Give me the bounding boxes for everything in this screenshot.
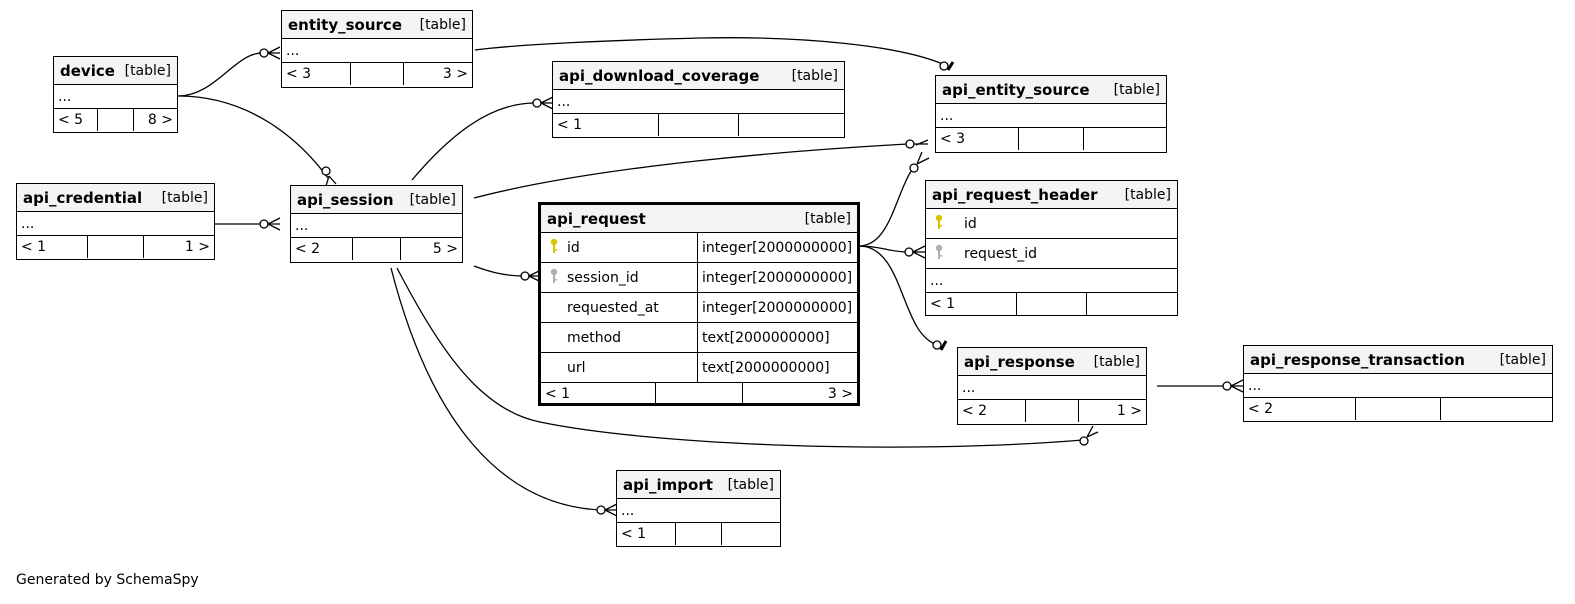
table-type: [table] [419, 16, 466, 33]
table-name: api_import [623, 475, 713, 494]
table-name: api_entity_source [942, 80, 1090, 99]
children-count [1084, 128, 1166, 150]
column-row[interactable]: url text[2000000000] [541, 353, 857, 383]
parents-count: < 1 [617, 523, 676, 545]
columns-ellipsis: ... [1244, 374, 1552, 398]
children-count: 8 > [147, 112, 173, 128]
table-api-response-transaction[interactable]: api_response_transaction [table] ... < 2 [1243, 345, 1553, 422]
table-type: [table] [804, 210, 851, 227]
columns-ellipsis: ... [17, 212, 214, 236]
column-type: text[2000000000] [702, 329, 830, 346]
parents-count: < 3 [282, 63, 351, 85]
table-type: [table] [124, 62, 171, 79]
table-api-request-header[interactable]: api_request_header[table] id request_id … [925, 180, 1178, 316]
table-type: [table] [409, 191, 456, 208]
table-name: api_response_transaction [1250, 350, 1465, 369]
table-api-download-coverage[interactable]: api_download_coverage [table] ... < 1 [552, 61, 845, 138]
column-type: integer[2000000000] [702, 269, 853, 286]
table-device[interactable]: device [table] ... < 5 8 > [53, 56, 178, 133]
children-count: 3 > [442, 66, 469, 82]
children-count: 5 > [432, 241, 458, 257]
table-api-import[interactable]: api_import [table] ... < 1 [616, 470, 781, 547]
table-name: api_request_header [932, 185, 1098, 204]
table-name: api_download_coverage [559, 66, 760, 85]
column-row[interactable]: requested_at integer[2000000000] [541, 293, 857, 323]
table-name: api_session [297, 190, 394, 209]
parents-count: < 1 [926, 293, 1018, 315]
table-api-request[interactable]: api_request [table] id integer[2000000000… [538, 202, 860, 406]
parents-count: < 5 [54, 109, 99, 131]
columns-ellipsis: ... [926, 269, 1177, 293]
table-entity-source[interactable]: entity_source [table] ... < 3 3 > [281, 10, 473, 88]
children-count [722, 523, 780, 545]
column-row[interactable]: method text[2000000000] [541, 323, 857, 353]
parents-count: < 1 [541, 383, 656, 405]
children-count: 1 > [1116, 403, 1142, 419]
edge-session-api-entity-source [473, 143, 909, 199]
table-type: [table] [727, 476, 774, 493]
edge-request-request-header [858, 245, 909, 253]
table-type: [table] [161, 189, 208, 206]
table-name: api_response [964, 352, 1075, 371]
parents-count: < 2 [1244, 398, 1356, 420]
table-api-credential[interactable]: api_credential [table] ... < 1 1 > [16, 183, 215, 260]
generated-by-note: Generated by SchemaSpy [16, 572, 199, 588]
edge-device-entity-source [177, 52, 263, 97]
columns-ellipsis: ... [54, 85, 177, 109]
column-row[interactable]: id [926, 209, 1177, 239]
parents-count: < 2 [958, 400, 1027, 422]
table-type: [table] [1499, 351, 1546, 368]
table-type: [table] [1113, 81, 1160, 98]
column-type: integer[2000000000] [702, 239, 853, 256]
edge-device-api-session [177, 95, 329, 179]
columns-ellipsis: ... [291, 214, 462, 238]
table-name: entity_source [288, 15, 402, 34]
table-api-entity-source[interactable]: api_entity_source [table] ... < 3 [935, 75, 1167, 153]
table-api-response[interactable]: api_response [table] ... < 2 1 > [957, 347, 1147, 425]
edge-session-api-request [473, 265, 525, 277]
children-count [1087, 293, 1177, 315]
table-type: [table] [791, 67, 838, 84]
column-type: integer[2000000000] [702, 299, 853, 316]
columns-ellipsis: ... [617, 499, 780, 523]
table-name: api_credential [23, 188, 143, 207]
table-type: [table] [1093, 353, 1140, 370]
parents-count: < 3 [936, 128, 1020, 150]
columns-ellipsis: ... [936, 104, 1166, 128]
column-name: id [567, 239, 580, 256]
column-name: id [964, 215, 977, 232]
children-count [739, 114, 844, 136]
parents-count: < 1 [553, 114, 659, 136]
table-name: api_request [547, 209, 646, 228]
column-row[interactable]: id integer[2000000000] [541, 233, 857, 263]
children-count: 3 > [827, 386, 853, 402]
children-count: 1 > [184, 239, 210, 255]
edge-request-api-entity-source [858, 167, 914, 247]
parents-count: < 2 [291, 238, 353, 260]
primary-key-icon [932, 214, 946, 234]
foreign-key-icon [547, 268, 561, 288]
foreign-key-icon [932, 244, 946, 264]
children-count [1441, 398, 1552, 420]
column-name: request_id [964, 245, 1037, 262]
table-name: device [60, 61, 115, 80]
columns-ellipsis: ... [553, 90, 844, 114]
column-row[interactable]: request_id [926, 239, 1177, 269]
columns-ellipsis: ... [958, 376, 1146, 400]
table-type: [table] [1124, 186, 1171, 203]
column-name: method [567, 329, 622, 346]
primary-key-icon [547, 238, 561, 258]
column-row[interactable]: session_id integer[2000000000] [541, 263, 857, 293]
column-name: session_id [567, 269, 639, 286]
column-name: url [567, 359, 586, 376]
column-name: requested_at [567, 299, 659, 316]
table-api-session[interactable]: api_session [table] ... < 2 5 > [290, 185, 463, 263]
parents-count: < 1 [17, 236, 89, 258]
columns-ellipsis: ... [282, 39, 472, 63]
column-type: text[2000000000] [702, 359, 830, 376]
edge-session-download-coverage [411, 102, 536, 181]
